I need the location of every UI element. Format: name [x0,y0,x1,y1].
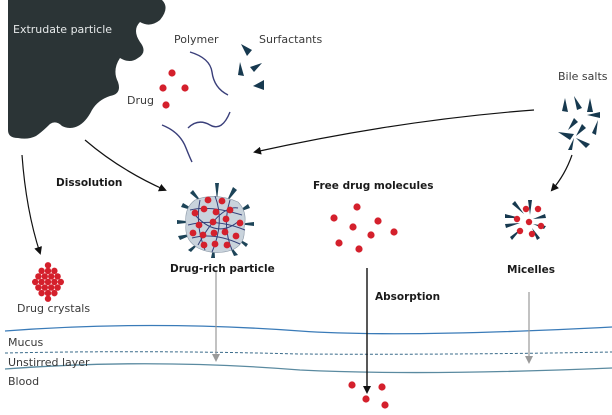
crystal-drug-dot [51,267,58,275]
crystal-drug-dot [44,262,52,269]
drug-rich-particle-icon [177,183,254,258]
unstirred-layer-dashed-line [4,351,612,355]
crystal-drug-dot [54,273,61,280]
crystal-drug-dot [44,295,52,302]
crystal-drug-dot [44,267,52,275]
crystal-drug-dot [38,289,45,297]
crystal-drug-dot [35,273,42,280]
micelle-icon [505,200,546,240]
bile-salts-wedges [558,96,600,150]
crystal-drug-dot [51,278,58,286]
micelles-label: Micelles [507,264,555,276]
mucus-top-line [4,324,612,335]
crystal-drug-dot [44,278,52,286]
crystal-drug-dot [54,284,61,291]
free-drug-molecules-label: Free drug molecules [313,180,434,192]
polymer-strands [161,51,231,163]
crystal-drug-dot [38,267,45,275]
polymer-label: Polymer [174,33,219,46]
arrow-bile-salts-to-micelles [550,154,573,192]
layer-label-blood: Blood [8,375,40,388]
drug-rich-particle-label: Drug-rich particle [170,263,275,275]
crystal-drug-dot [44,289,52,297]
bile-salts-label: Bile salts [558,70,608,83]
absorption-label: Absorption [375,291,441,303]
arrow-dissolution [84,139,167,192]
surfactants-label: Surfactants [259,33,323,46]
crystal-drug-dot [57,278,64,286]
extrudate-particle-label: Extrudate particle [13,23,113,36]
drug-legend-dots [159,69,189,109]
free-drug-molecules-dots [330,203,398,253]
arrow-bile-salts-to-particle [253,109,535,155]
dissolution-label: Dissolution [56,177,123,189]
crystal-drug-dot [48,273,55,280]
crystal-drug-dot [51,289,58,297]
crystal-drug-dot [38,278,45,286]
drug-label: Drug [127,94,154,107]
absorbed-drug-dots [348,381,389,409]
crystal-drug-dot [41,273,48,280]
surfactant-legend-wedges [238,44,264,90]
layer-label-mucus: Mucus [8,336,44,349]
crystal-drug-dot [41,284,48,291]
crystal-drug-dot [32,278,39,286]
layer-label-unstirred: Unstirred layer [8,356,90,369]
arrow-extrudate-to-crystals [21,154,42,255]
drug-crystals-label: Drug crystals [17,302,91,315]
drug-crystals-icon [32,262,64,302]
crystal-drug-dot [35,284,42,291]
extrudate-particle-shape [0,0,166,139]
crystal-drug-dot [48,284,55,291]
blood-top-line [4,363,612,374]
